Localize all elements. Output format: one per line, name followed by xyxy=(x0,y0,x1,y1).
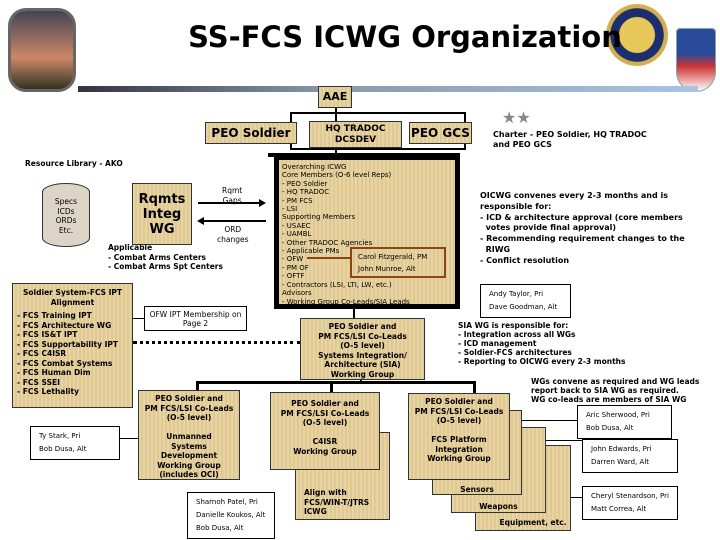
resource-library-label: Resource Library - AKO xyxy=(25,159,123,168)
sia-responsibility-text: SIA WG is responsible for: - Integration… xyxy=(458,321,626,366)
wg-convene-note: WGs convene as required and WG leads rep… xyxy=(531,377,700,404)
peo-soldier-box: PEO Soldier xyxy=(205,122,297,144)
database-cylinder: Specs ICDs ORDs Etc. xyxy=(42,183,90,247)
lead: Sharnoh Patel, Pri xyxy=(196,498,258,506)
arrow-left-icon xyxy=(197,217,204,225)
alignment-items: - FCS Training IPT - FCS Architecture WG… xyxy=(17,311,119,396)
hq-tradoc-box: HQ TRADOC DCSDEV xyxy=(309,121,402,148)
team-soldier-logo xyxy=(676,28,716,92)
lead: Cheryl Stenardson, Pri xyxy=(591,492,669,500)
lead: Ty Stark, Pri xyxy=(39,432,81,440)
member: John Munroe, Alt xyxy=(358,265,416,273)
star-icons: ★★ xyxy=(502,108,531,127)
unmanned-wg-box: PEO Soldier and PM FCS/LSI Co-Leads (O-5… xyxy=(138,390,240,480)
soldier-center-logo xyxy=(606,4,668,66)
rqmts-integ-wg-box: Rqmts Integ WG xyxy=(132,183,192,245)
lead: Darren Ward, Alt xyxy=(591,458,650,466)
lead: Andy Taylor, Pri xyxy=(489,290,544,298)
ofw-members-box: Carol Fitzgerald, PM John Munroe, Alt xyxy=(350,247,446,278)
peo-gcs-box: PEO GCS xyxy=(409,122,472,144)
charter-text: Charter - PEO Soldier, HQ TRADOC and PEO… xyxy=(493,130,647,149)
lead: Matt Correa, Alt xyxy=(591,505,647,513)
lead: Bob Dusa, Alt xyxy=(586,424,634,432)
lead: Bob Dusa, Alt xyxy=(39,445,87,453)
arrow-right-icon xyxy=(259,199,266,207)
lead: John Edwards, Pri xyxy=(591,445,652,453)
overarching-icwg-box: Overarching ICWG Core Members (O-6 level… xyxy=(274,155,460,309)
rqmt-gaps-label: Rqmt Gaps xyxy=(222,186,243,205)
c4isr-wg-box: PEO Soldier and PM FCS/LSI Co-Leads (O-5… xyxy=(270,392,380,470)
alignment-title: Soldier System-FCS IPT Alignment xyxy=(23,288,122,307)
applicable-text: Applicable - Combat Arms Centers - Comba… xyxy=(108,243,223,271)
sia-wg-box: PEO Soldier and PM FCS/LSI Co-Leads (O-5… xyxy=(300,318,425,380)
objective-force-warrior-logo xyxy=(8,8,76,92)
lead: Danielle Koukos, Alt xyxy=(196,511,266,519)
ofw-membership-note: OFW IPT Membership on Page 2 xyxy=(144,306,247,331)
lead: Dave Goodman, Alt xyxy=(489,303,558,311)
aae-box: AAE xyxy=(318,86,352,108)
platform-wg-box: PEO Soldier and PM FCS/LSI Co-Leads (O-5… xyxy=(408,393,510,480)
member: Carol Fitzgerald, PM xyxy=(358,253,428,261)
dotted-connector xyxy=(133,341,301,344)
page-title: SS-FCS ICWG Organization xyxy=(188,20,622,54)
title-underline xyxy=(78,86,698,92)
lead: Bob Dusa, Alt xyxy=(196,524,244,532)
ord-changes-label: ORD changes xyxy=(217,225,249,244)
oicwg-responsibility-text: OICWG convenes every 2-3 months and is r… xyxy=(480,191,685,265)
lead: Aric Sherwood, Pri xyxy=(586,411,650,419)
alignment-box: Soldier System-FCS IPT Alignment - FCS T… xyxy=(12,283,133,408)
